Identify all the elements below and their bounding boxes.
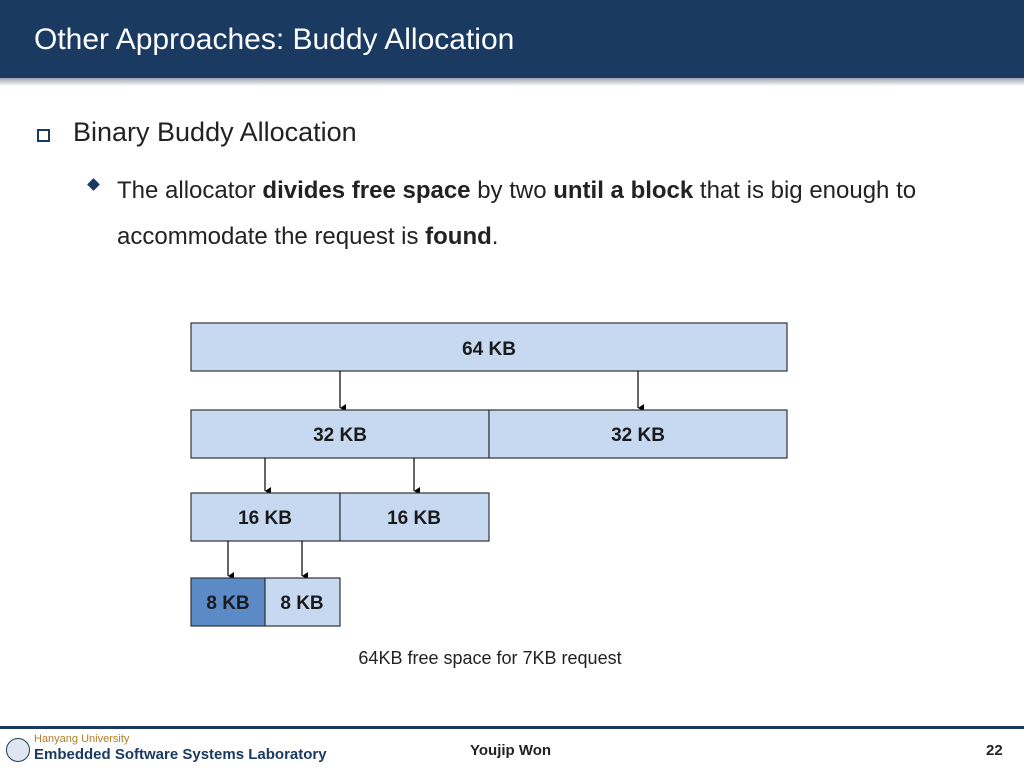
block-16kb-left — [190, 492, 341, 542]
block-64kb — [190, 322, 788, 372]
footer-divider — [0, 726, 1024, 729]
header-shadow — [0, 78, 1024, 86]
bullet-level1-text: Binary Buddy Allocation — [73, 117, 357, 147]
block-8kb-left-label: 8 KB — [206, 593, 249, 614]
block-32kb-left — [190, 409, 490, 459]
block-8kb-right — [264, 577, 341, 627]
footer-author: Youjip Won — [470, 742, 552, 759]
block-32kb-right — [488, 409, 788, 459]
block-64kb-label: 64 KB — [462, 339, 516, 360]
block-32kb-right-label: 32 KB — [611, 425, 665, 446]
block-32kb-left-label: 32 KB — [313, 425, 367, 446]
footer-lab-name: Embedded Software Systems Laboratory — [34, 746, 327, 763]
square-bullet-icon — [37, 129, 50, 142]
university-seal-icon — [6, 738, 30, 762]
block-16kb-right-label: 16 KB — [387, 508, 441, 529]
diagram-caption: 64KB free space for 7KB request — [358, 648, 622, 668]
block-16kb-left-label: 16 KB — [238, 508, 292, 529]
block-8kb-allocated — [190, 577, 266, 627]
bullet-text-part1: The allocator — [117, 177, 263, 204]
bullet-text-part2: by two — [470, 177, 554, 204]
bullet-text-bold3: found — [425, 223, 492, 250]
bullet-text-part3: that is big enough to accommodate the re… — [117, 177, 917, 250]
block-8kb-right-label: 8 KB — [280, 593, 323, 614]
slide-header: Other Approaches: Buddy Allocation — [0, 0, 1024, 78]
block-16kb-right — [339, 492, 490, 542]
bullet-text-bold2: until a block — [553, 177, 694, 204]
slide-title: Other Approaches: Buddy Allocation — [34, 23, 515, 56]
bullet-level2-text: The allocator divides free space by two … — [117, 168, 979, 260]
page-number: 22 — [986, 742, 1003, 759]
bullet-text-bold1: divides free space — [262, 177, 471, 204]
footer-university: Hanyang University — [34, 733, 130, 745]
bullet-text-part4: . — [491, 223, 499, 250]
